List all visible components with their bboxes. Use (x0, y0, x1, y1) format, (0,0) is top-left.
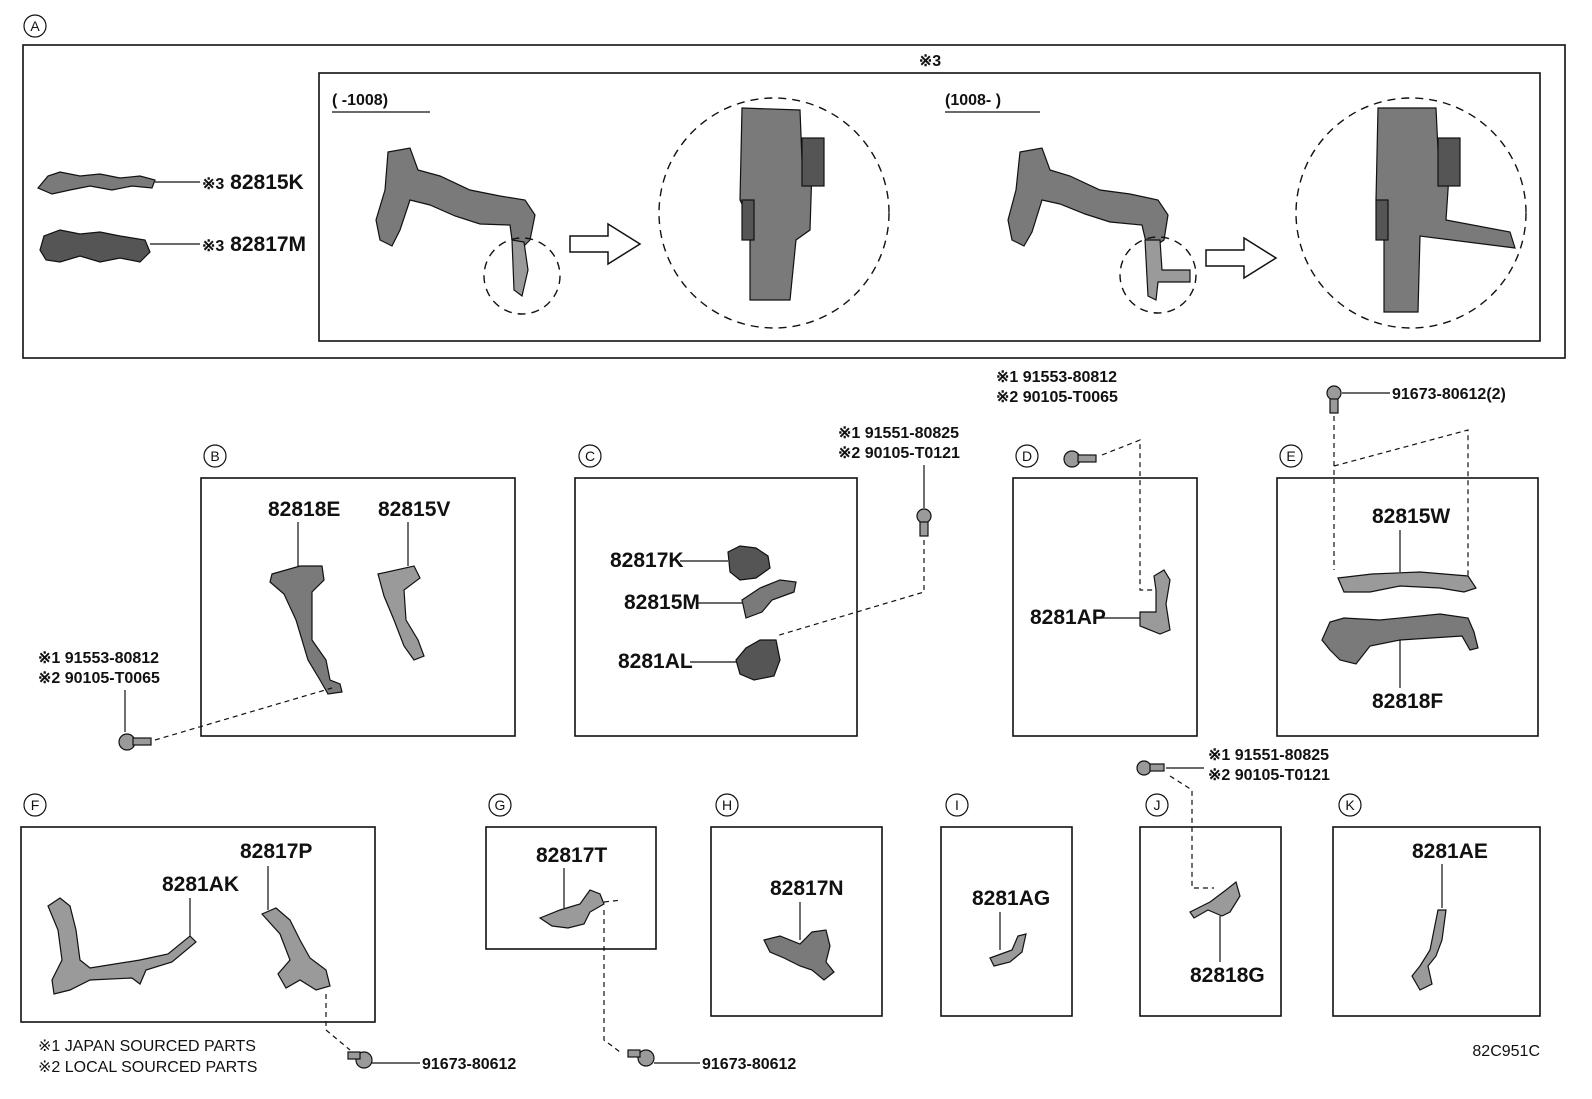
section-g-label: G (495, 797, 506, 813)
section-j: J ※1 91551-80825 ※2 90105-T0121 82818G (1136, 747, 1330, 1017)
section-h-frame (710, 826, 883, 1017)
j-bolt-note-2: ※2 90105-T0121 (1208, 767, 1330, 784)
part-82817p-shape (260, 907, 331, 991)
part-8281ak-shape (47, 897, 197, 995)
section-i-frame (940, 826, 1073, 1017)
part-number-82817m: ※3 82817M (202, 233, 306, 256)
section-c: C 82817K 82815M 8281AL ※1 91551-80825 ※2… (574, 425, 960, 737)
part-number-8281ag: 8281AG (972, 887, 1050, 910)
bracket-before-shape (375, 147, 536, 251)
part-number-82817k: 82817K (610, 549, 684, 572)
part-number-82817n: 82817N (770, 877, 844, 900)
arrow-right-icon (569, 222, 642, 266)
section-k-label: K (1345, 797, 1355, 813)
part-number-82815m: 82815M (624, 591, 700, 614)
b-bolt-note-1: ※1 91553-80812 (38, 650, 159, 667)
zoom-circle-after-small (1119, 236, 1197, 314)
part-number-8281ak: 8281AK (162, 873, 239, 896)
bolt-icon-g (637, 1049, 655, 1067)
arrow-right-icon-2 (1205, 236, 1278, 280)
section-d-label: D (1022, 448, 1032, 464)
part-82817k-shape (727, 545, 771, 581)
section-f-label: F (31, 797, 40, 813)
part-82818f-shape (1321, 613, 1479, 665)
part-82818e-shape (269, 565, 343, 695)
section-f-frame (20, 826, 376, 1023)
section-d-frame (1012, 477, 1198, 737)
part-8281ae-shape (1411, 909, 1447, 991)
section-j-label: J (1154, 797, 1161, 813)
section-c-frame (574, 477, 858, 737)
part-82815v-shape (377, 565, 425, 661)
note-local-sourced: ※2 LOCAL SOURCED PARTS (38, 1059, 257, 1076)
e-bolt-note: 91673-80612(2) (1392, 386, 1506, 403)
section-h-label: H (722, 797, 732, 813)
part-82817t-shape (538, 889, 605, 929)
part-82815w-shape (1337, 571, 1477, 593)
part-number-82818f: 82818F (1372, 690, 1443, 713)
note-japan-sourced: ※1 JAPAN SOURCED PARTS (38, 1038, 256, 1055)
part-82815m-shape (741, 579, 797, 619)
part-8281al-shape (735, 639, 781, 681)
bolt-icon-j (1136, 760, 1152, 776)
section-a-label: A (30, 18, 40, 34)
g-bolt-note: 91673-80612 (702, 1056, 796, 1073)
j-bolt-note-1: ※1 91551-80825 (1208, 747, 1329, 764)
zoom-circle-before-large (658, 97, 890, 329)
section-e: E 91673-80612(2) 82815W 82818F (1276, 385, 1539, 737)
d-bolt-note-1: ※1 91553-80812 (996, 369, 1117, 386)
part-82818g-shape (1189, 880, 1241, 919)
diagram-code: 82C951C (1472, 1043, 1540, 1060)
before-date-label: ( -1008) (332, 92, 388, 109)
part-82817m-shape (39, 229, 151, 263)
part-number-82815v: 82815V (378, 498, 450, 521)
f-bolt-note: 91673-80612 (422, 1056, 516, 1073)
section-k-frame (1332, 826, 1541, 1017)
d-bolt-note-2: ※2 90105-T0065 (996, 389, 1118, 406)
section-f: F 82817P 8281AK 91673-80612 ※1 JAPAN SOU… (20, 793, 516, 1076)
section-j-frame (1139, 826, 1282, 1017)
part-8281ag-shape (989, 933, 1027, 967)
detail-note-label: ※3 (919, 53, 941, 70)
section-g-frame (485, 826, 657, 950)
part-number-82817t: 82817T (536, 844, 607, 867)
part-number-82815w: 82815W (1372, 505, 1450, 528)
part-82815k-shape (37, 171, 156, 195)
part-number-8281ap: 8281AP (1030, 606, 1106, 629)
part-number-82815k: ※3 82815K (202, 171, 304, 194)
section-b: B 82818E 82815V ※1 91553-80812 ※2 90105-… (38, 444, 516, 751)
zoom-circle-after-large (1295, 97, 1527, 329)
section-k: K 8281AE (1332, 793, 1541, 1017)
part-number-8281al: 8281AL (618, 650, 693, 673)
bracket-after-shape (1007, 147, 1169, 249)
bolt-icon-e (1326, 385, 1342, 401)
part-number-82817p: 82817P (240, 840, 312, 863)
section-a-detail-frame (318, 72, 1541, 342)
section-i-label: I (955, 797, 959, 813)
section-g: G 82817T 91673-80612 (485, 793, 796, 1073)
section-e-frame (1276, 477, 1539, 737)
section-a-frame (22, 44, 1566, 359)
part-82817n-shape (763, 929, 835, 981)
b-bolt-note-2: ※2 90105-T0065 (38, 670, 160, 687)
zoom-circle-before-small (483, 237, 561, 315)
section-h: H 82817N (710, 793, 883, 1017)
c-bolt-note-2: ※2 90105-T0121 (838, 445, 960, 462)
c-bolt-note-1: ※1 91551-80825 (838, 425, 959, 442)
section-c-label: C (585, 448, 595, 464)
section-d: D ※1 91553-80812 ※2 90105-T0065 8281AP (996, 369, 1198, 737)
bolt-icon-c (916, 508, 932, 524)
part-number-82818g: 82818G (1190, 964, 1265, 987)
section-a: A ※3 ※3 82815K ※3 82817M ( -1008) (1008-… (22, 14, 1566, 359)
section-e-label: E (1286, 448, 1295, 464)
section-i: I 8281AG (940, 793, 1073, 1017)
section-b-frame (200, 477, 516, 737)
after-date-label: (1008- ) (945, 92, 1001, 109)
part-number-8281ae: 8281AE (1412, 840, 1488, 863)
part-number-82818e: 82818E (268, 498, 340, 521)
section-b-label: B (210, 448, 219, 464)
part-8281ap-shape (1139, 569, 1171, 635)
